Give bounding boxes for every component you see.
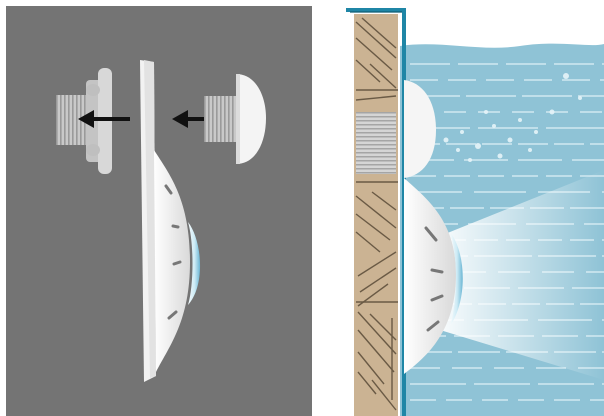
wall-thread [356,112,396,174]
body-ridge [167,310,178,320]
threaded-insert [204,74,266,164]
body-ridge [430,268,444,274]
nut-lug-top [86,84,100,96]
body-ridge [430,294,444,302]
light-beam [440,170,604,380]
body-ridge [424,226,438,242]
installed-body [404,178,456,374]
arrow-left-icon [78,110,130,128]
installed-lens [450,232,463,326]
nut-lug-bottom [86,144,100,156]
light-body [154,150,190,372]
wood-wall [354,14,398,416]
light-lens [188,222,201,305]
body-ridge [172,260,182,266]
light-assembly [140,60,201,382]
wood-grain [355,17,398,411]
insert-cap [236,74,266,164]
installed-panel [346,8,604,416]
body-ridge [164,184,173,195]
installed-cap [404,80,436,178]
body-ridge [426,320,440,332]
bubbles [443,73,582,162]
pool-light-icon [404,80,463,374]
assembly-panel [6,6,312,416]
insert-thread [204,96,238,142]
body-ridge [171,224,180,229]
